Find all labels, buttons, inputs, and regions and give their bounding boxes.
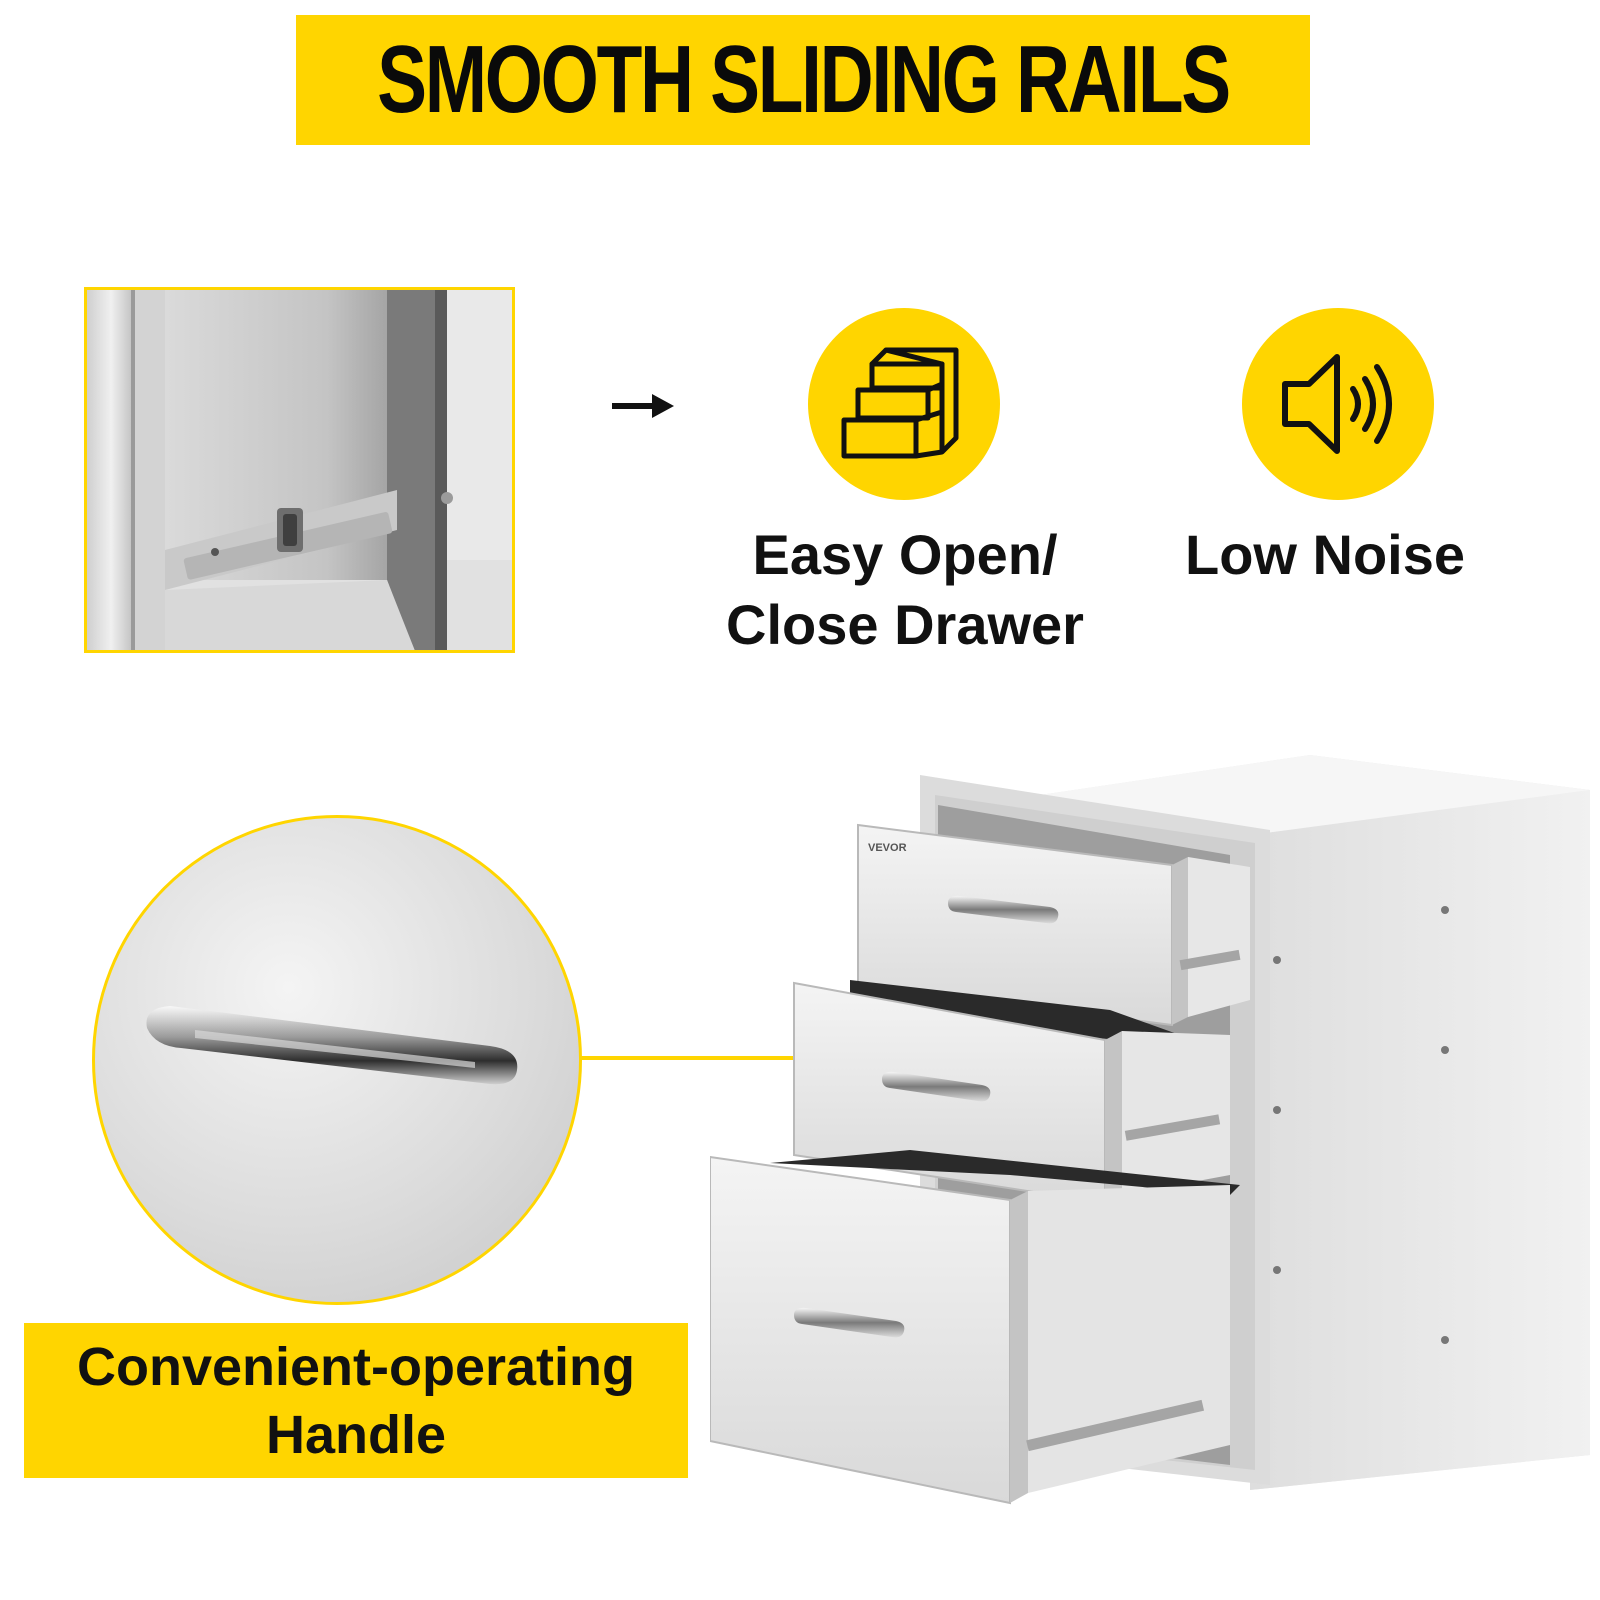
drawer-feature-badge xyxy=(808,308,1000,500)
rail-closeup-photo xyxy=(84,287,515,653)
drawer-cabinet-photo: VEVOR xyxy=(709,755,1590,1515)
low-noise-label: Low Noise xyxy=(1184,523,1466,586)
page-title: SMOOTH SLIDING RAILS xyxy=(377,26,1231,133)
easy-open-label: Easy Open/ Close Drawer xyxy=(690,520,1120,660)
drawer-icon xyxy=(841,347,959,459)
right-arrow-icon xyxy=(612,394,674,418)
speaker-icon xyxy=(1282,354,1392,454)
handle-closeup-illustration xyxy=(146,1006,518,1085)
easy-open-label-line2: Close Drawer xyxy=(726,593,1084,656)
rail-closeup-illustration xyxy=(87,290,512,650)
handle-caption: Convenient-operating Handle xyxy=(77,1333,635,1469)
noise-feature-badge xyxy=(1242,308,1434,500)
handle-caption-banner: Convenient-operating Handle xyxy=(24,1323,688,1478)
title-banner: SMOOTH SLIDING RAILS xyxy=(296,15,1310,145)
brand-label: VEVOR xyxy=(868,842,907,854)
handle-caption-line2: Handle xyxy=(265,1404,447,1465)
drawer-cabinet-illustration: VEVOR xyxy=(709,755,1590,1505)
easy-open-label-line1: Easy Open/ xyxy=(752,523,1058,586)
handle-caption-line1: Convenient-operating xyxy=(76,1336,635,1397)
handle-closeup-photo xyxy=(92,815,582,1305)
